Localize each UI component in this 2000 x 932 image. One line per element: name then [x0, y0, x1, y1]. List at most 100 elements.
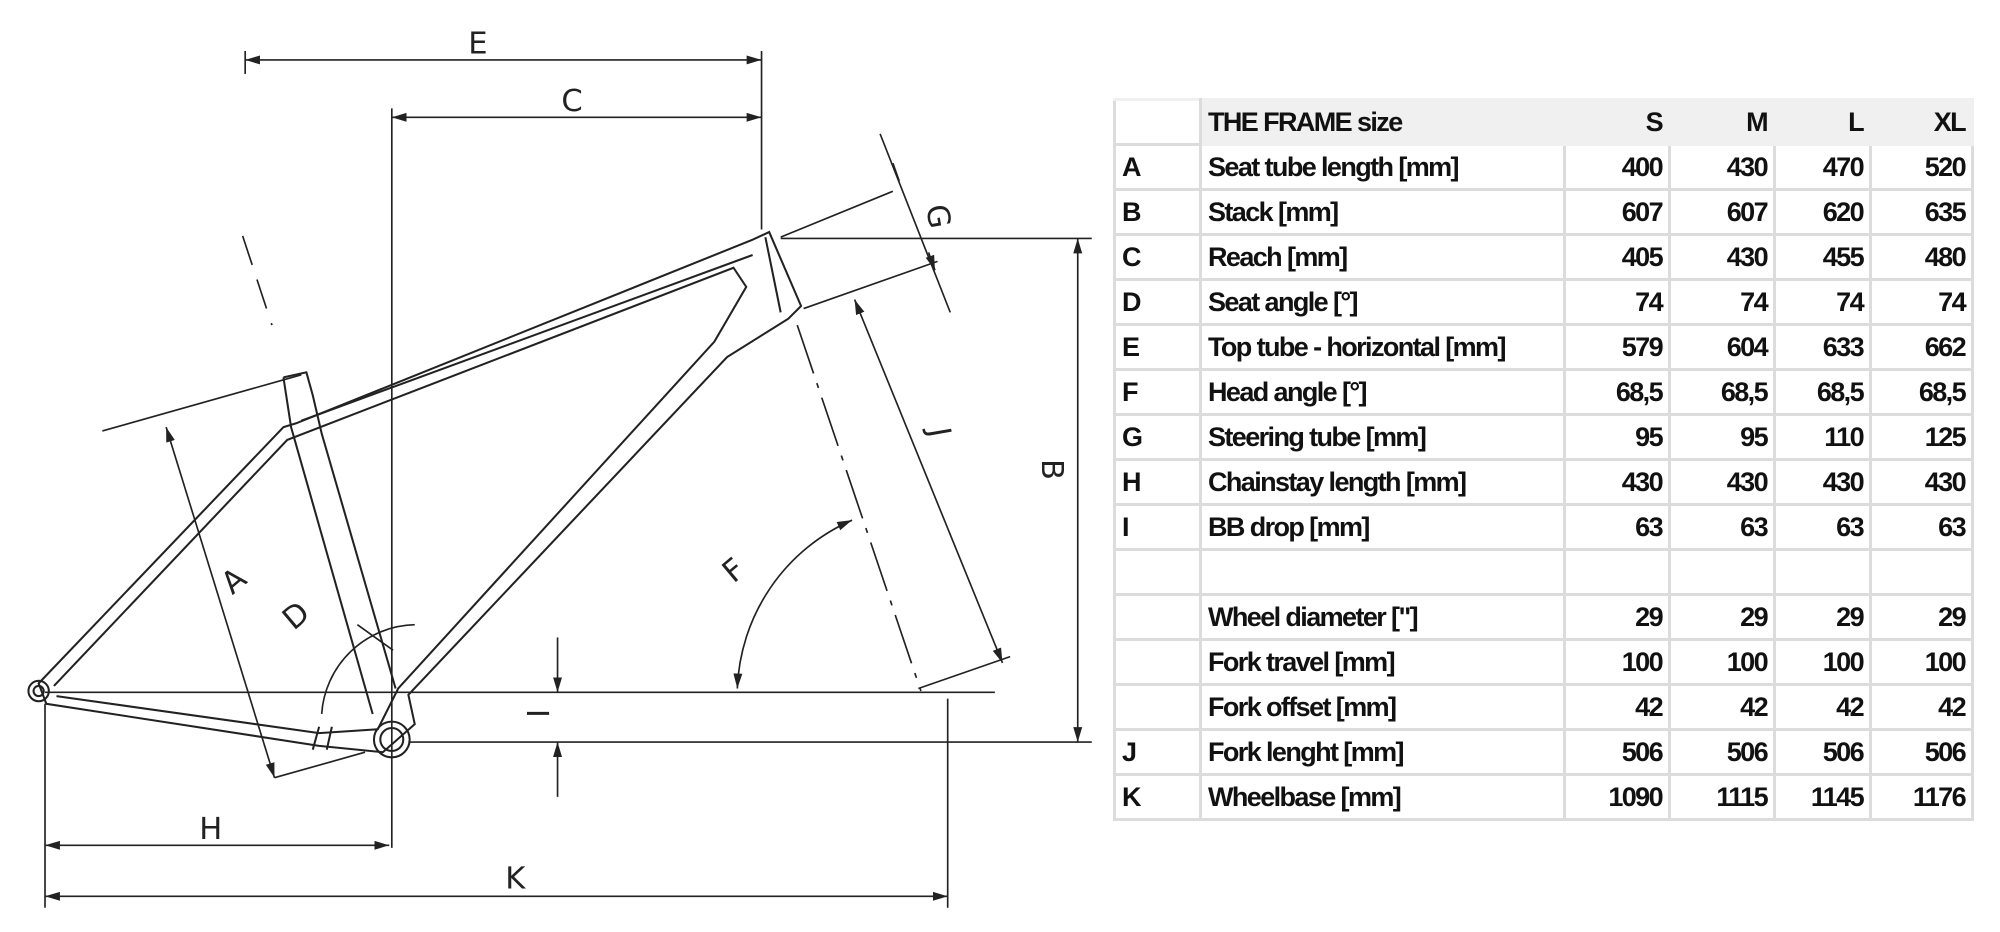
row-key: H	[1113, 458, 1202, 506]
row-label: Seat tube length [mm]	[1199, 143, 1566, 191]
header-title: THE FRAME size	[1199, 98, 1566, 146]
row-key: I	[1113, 503, 1202, 551]
row-key	[1113, 683, 1202, 731]
value-size-l: 63	[1773, 503, 1872, 551]
label-e: E	[468, 27, 487, 62]
value-size-s: 430	[1563, 458, 1671, 506]
header-corner	[1113, 98, 1202, 146]
row-label: Chainstay length [mm]	[1199, 458, 1566, 506]
value-size-xl: 74	[1869, 278, 1974, 326]
value-size-m: 430	[1668, 458, 1776, 506]
value-size-m: 604	[1668, 323, 1776, 371]
row-label: Head angle [°]	[1199, 368, 1566, 416]
value-size-l: 68,5	[1773, 368, 1872, 416]
label-i: I	[519, 709, 554, 718]
value-size-l: 110	[1773, 413, 1872, 461]
value-size-s: 405	[1563, 233, 1671, 281]
row-label: Fork lenght [mm]	[1199, 728, 1566, 776]
bike-frame	[27, 230, 803, 759]
value-size-m: 100	[1668, 638, 1776, 686]
label-f: F	[716, 552, 752, 590]
value-size-s: 29	[1563, 593, 1671, 641]
value-size-l: 1145	[1773, 773, 1872, 821]
value-size-m: 29	[1668, 593, 1776, 641]
dimension-j	[853, 299, 1004, 664]
table-header-row: THE FRAME size S M L XL	[1113, 98, 1974, 146]
row-label: Fork offset [mm]	[1199, 683, 1566, 731]
row-key	[1113, 638, 1202, 686]
label-j: J	[920, 423, 956, 440]
header-size-xl: XL	[1869, 98, 1974, 146]
value-size-xl: 662	[1869, 323, 1974, 371]
value-size-m: 1115	[1668, 773, 1776, 821]
value-size-m: 506	[1668, 728, 1776, 776]
label-d: D	[276, 595, 317, 637]
value-size-s: 100	[1563, 638, 1671, 686]
value-size-l: 633	[1773, 323, 1872, 371]
row-key: K	[1113, 773, 1202, 821]
row-key: G	[1113, 413, 1202, 461]
value-size-m: 74	[1668, 278, 1776, 326]
value-size-l: 620	[1773, 188, 1872, 236]
row-label: Top tube - horizontal [mm]	[1199, 323, 1566, 371]
row-label: Reach [mm]	[1199, 233, 1566, 281]
value-size-s: 68,5	[1563, 368, 1671, 416]
row-label: Fork travel [mm]	[1199, 638, 1566, 686]
row-label: Wheel diameter ["]	[1199, 593, 1566, 641]
row-key: F	[1113, 368, 1202, 416]
row-key: J	[1113, 728, 1202, 776]
row-label: BB drop [mm]	[1199, 503, 1566, 551]
value-size-s: 95	[1563, 413, 1671, 461]
row-key: C	[1113, 233, 1202, 281]
value-size-s: 579	[1563, 323, 1671, 371]
value-size-m: 430	[1668, 143, 1776, 191]
row-label: Stack [mm]	[1199, 188, 1566, 236]
row-label: Wheelbase [mm]	[1199, 773, 1566, 821]
value-size-xl: 635	[1869, 188, 1974, 236]
value-size-m: 607	[1668, 188, 1776, 236]
dimension-a	[165, 426, 276, 778]
value-size-xl: 42	[1869, 683, 1974, 731]
value-size-m: 95	[1668, 413, 1776, 461]
value-size-xl: 125	[1869, 413, 1974, 461]
value-size-l	[1773, 548, 1872, 596]
value-size-xl: 63	[1869, 503, 1974, 551]
dimension-d	[320, 623, 415, 715]
header-size-s: S	[1563, 98, 1671, 146]
value-size-xl: 430	[1869, 458, 1974, 506]
value-size-s: 63	[1563, 503, 1671, 551]
value-size-s: 607	[1563, 188, 1671, 236]
row-key	[1113, 593, 1202, 641]
value-size-l: 455	[1773, 233, 1872, 281]
value-size-xl: 506	[1869, 728, 1974, 776]
value-size-l: 74	[1773, 278, 1872, 326]
value-size-s: 506	[1563, 728, 1671, 776]
value-size-l: 42	[1773, 683, 1872, 731]
row-key: E	[1113, 323, 1202, 371]
value-size-xl: 100	[1869, 638, 1974, 686]
value-size-xl: 480	[1869, 233, 1974, 281]
value-size-m: 430	[1668, 233, 1776, 281]
row-label	[1199, 548, 1566, 596]
value-size-m: 63	[1668, 503, 1776, 551]
value-size-m	[1668, 548, 1776, 596]
value-size-m: 42	[1668, 683, 1776, 731]
value-size-xl: 68,5	[1869, 368, 1974, 416]
value-size-s	[1563, 548, 1671, 596]
row-key: B	[1113, 188, 1202, 236]
value-size-l: 100	[1773, 638, 1872, 686]
value-size-xl: 520	[1869, 143, 1974, 191]
